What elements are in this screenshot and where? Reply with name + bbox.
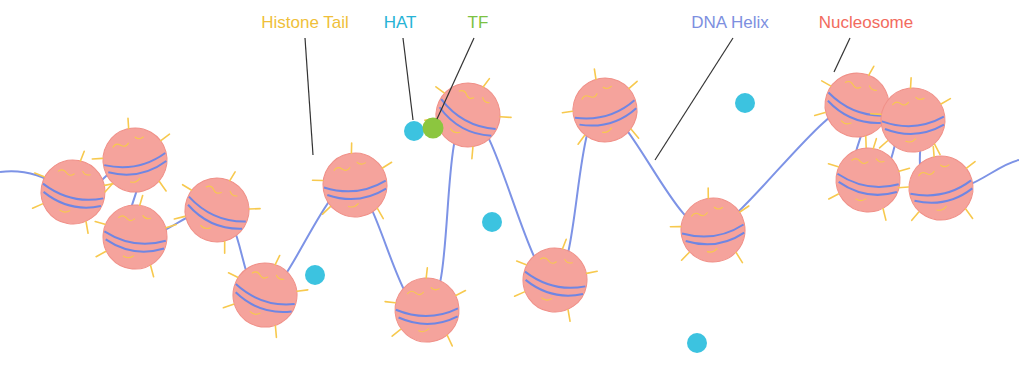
hat-enzymes xyxy=(305,93,755,353)
part-label: DNA Helix xyxy=(691,13,768,33)
part-label: Histone Tail xyxy=(261,13,349,33)
leader-lines xyxy=(305,38,850,160)
transcription-factor xyxy=(423,118,444,139)
nucleosomes xyxy=(26,52,990,351)
part-label: Nucleosome xyxy=(819,13,914,33)
part-label: HAT xyxy=(384,13,417,33)
part-label: TF xyxy=(468,13,489,33)
